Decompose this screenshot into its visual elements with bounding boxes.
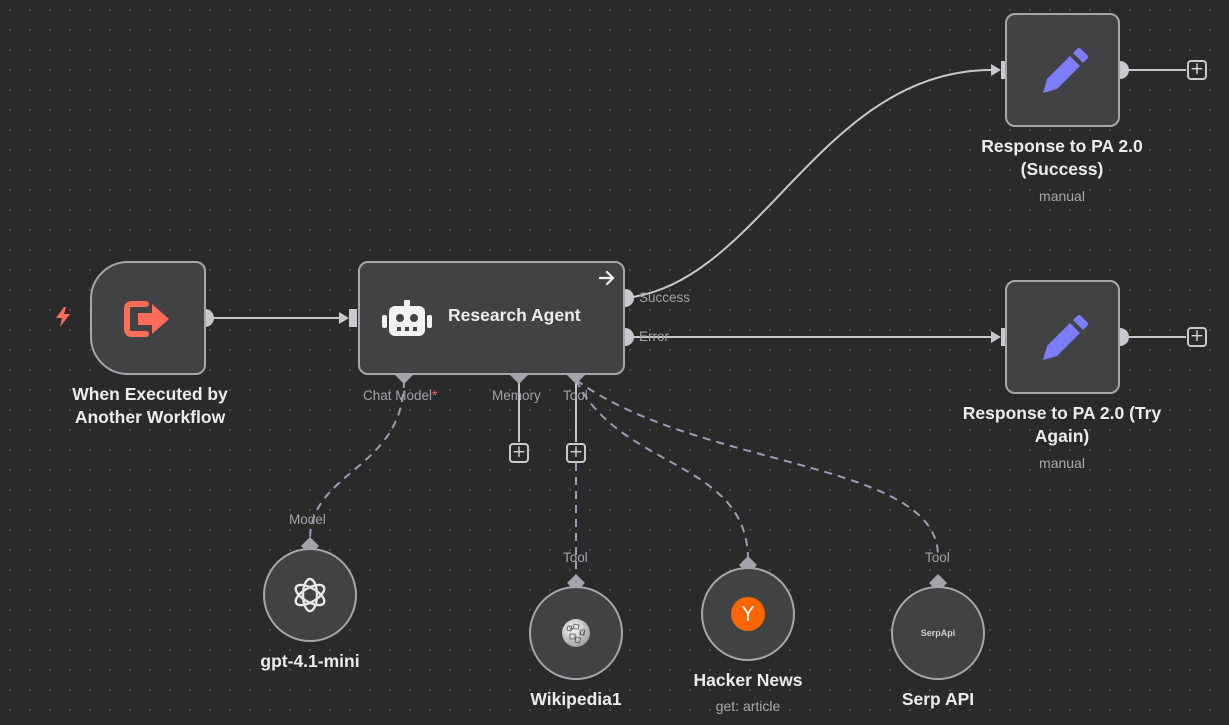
hackernews-title: Hacker News: [693, 670, 803, 690]
connection-tool-hackernews-dashed[interactable]: [575, 379, 749, 561]
response-error-node[interactable]: [1005, 280, 1120, 394]
add-tool-button[interactable]: +: [566, 443, 586, 463]
connection-tool-serp-dashed[interactable]: [575, 379, 939, 557]
required-mark: *: [432, 388, 438, 403]
response-error-title-line2: Again): [1034, 426, 1090, 446]
connection-success[interactable]: [624, 69, 993, 299]
svg-text:Ω: Ω: [580, 631, 584, 637]
hackernews-subtitle: get: article: [715, 698, 781, 714]
trigger-title-line2: Another Workflow: [74, 407, 226, 427]
wikipedia-title: Wikipedia1: [530, 689, 622, 709]
hacker-news-icon: Y: [731, 597, 765, 631]
robot-icon: [382, 300, 432, 336]
add-after-error-button[interactable]: +: [1187, 327, 1207, 347]
success-port-label: Success: [639, 290, 691, 305]
serp-title: Serp API: [901, 689, 975, 709]
serpapi-icon: SerpApi: [920, 628, 956, 638]
pencil-icon: [1043, 48, 1088, 93]
chat-model-port-label: Chat Model*: [363, 388, 437, 403]
hacker-news-icon-letter: Y: [741, 602, 755, 626]
svg-text:W: W: [569, 626, 575, 632]
wikipedia-globe-icon: W Ω: [562, 619, 590, 647]
research-agent-node[interactable]: Research Agent: [358, 261, 625, 375]
chat-model-label-text: Chat Model: [363, 388, 433, 403]
response-success-input-arrow: [991, 64, 1001, 76]
trigger-title-line1: When Executed by: [72, 384, 228, 404]
openai-icon: [294, 577, 326, 613]
response-error-title: Response to PA 2.0 (Try Again): [937, 402, 1187, 448]
add-after-success-button[interactable]: +: [1187, 60, 1207, 80]
serp-node[interactable]: SerpApi: [891, 586, 985, 680]
memory-port-label: Memory: [492, 388, 541, 403]
wikipedia-tool-input-label: Tool: [563, 550, 588, 565]
response-error-input-arrow: [991, 331, 1001, 343]
lightning-bolt-icon: [56, 307, 70, 327]
response-error-title-line1: Response to PA 2.0 (Try: [962, 403, 1162, 423]
agent-title: Research Agent: [448, 305, 581, 325]
wikipedia-node[interactable]: W Ω: [529, 586, 623, 680]
arrow-right-icon[interactable]: [599, 271, 615, 285]
response-success-subtitle: manual: [1039, 188, 1085, 204]
response-success-node[interactable]: [1005, 13, 1120, 127]
pencil-icon: [1043, 315, 1088, 360]
hackernews-node[interactable]: Y: [701, 567, 795, 661]
workflow-exit-icon: [124, 301, 169, 337]
response-success-title: Response to PA 2.0 (Success): [942, 135, 1182, 181]
response-error-subtitle: manual: [1039, 455, 1085, 471]
response-success-title-line2: (Success): [1020, 159, 1104, 179]
model-node[interactable]: [263, 548, 357, 642]
tool-port-label: Tool: [563, 388, 588, 403]
response-success-title-line1: Response to PA 2.0: [981, 136, 1143, 156]
agent-input-arrow: [339, 312, 349, 324]
serp-tool-input-label: Tool: [925, 550, 950, 565]
trigger-title: When Executed by Another Workflow: [40, 383, 260, 429]
add-memory-button[interactable]: +: [509, 443, 529, 463]
model-title: gpt-4.1-mini: [260, 651, 360, 671]
connection-model-dashed[interactable]: [309, 379, 405, 541]
trigger-node[interactable]: [90, 261, 206, 375]
error-port-label: Error: [639, 329, 669, 344]
agent-input-handle[interactable]: [349, 309, 357, 327]
model-input-label: Model: [289, 512, 326, 527]
